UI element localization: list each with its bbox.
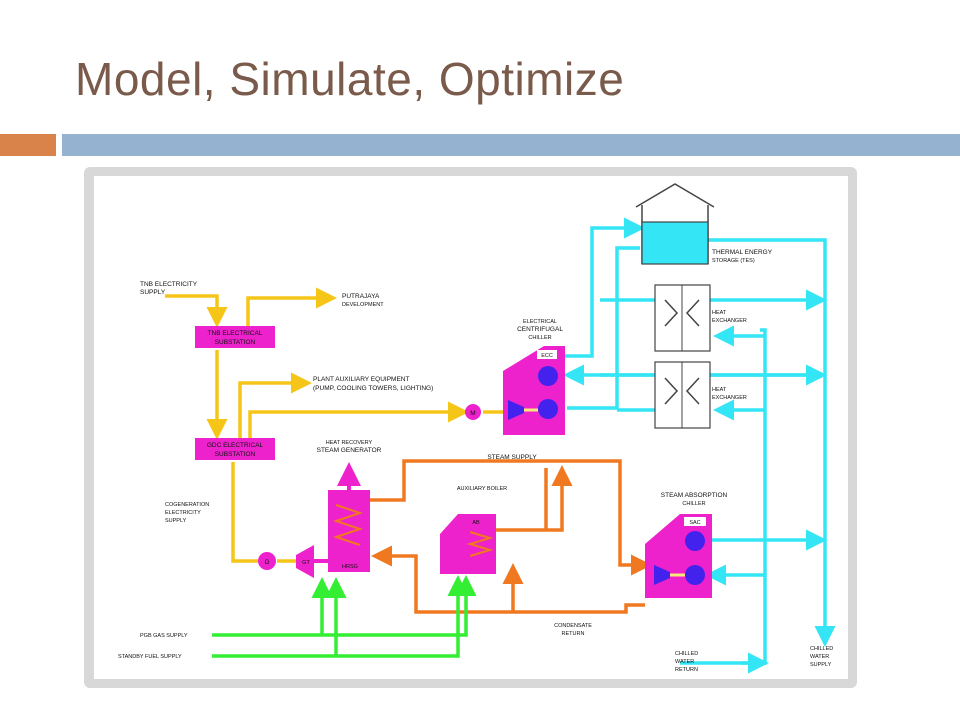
- label-cw-supply-1: CHILLED: [810, 646, 833, 652]
- label-hrsg-1: HEAT RECOVERY: [326, 440, 373, 446]
- ab-tag: AB: [472, 520, 480, 526]
- gas-turbine-label: GT: [302, 560, 310, 566]
- electricity-lines: [165, 287, 505, 563]
- gdc-substation-label-2: SUBSTATION: [215, 451, 256, 458]
- label-tes-1: THERMAL ENERGY: [712, 249, 773, 256]
- hrsg-tag: HRSG: [342, 564, 358, 570]
- label-ecc-1: ELECTRICAL: [523, 319, 557, 325]
- label-pgb-gas: PGB GAS SUPPLY: [140, 633, 188, 639]
- label-hx2-1: HEAT: [712, 387, 727, 393]
- label-hx2-2: EXCHANGER: [712, 395, 747, 401]
- label-cogen-1: COGENERATION: [165, 502, 209, 508]
- label-cw-return-1: CHILLED: [675, 651, 698, 657]
- label-hx1-1: HEAT: [712, 310, 727, 316]
- accent-bar-orange: [0, 134, 56, 156]
- generator-icon: G: [258, 552, 276, 570]
- label-tnb-supply-2: SUPPLY: [140, 289, 166, 296]
- label-cw-supply-3: SUPPLY: [810, 662, 832, 668]
- label-condensate-2: RETURN: [562, 631, 585, 637]
- slide-title: Model, Simulate, Optimize: [75, 53, 625, 105]
- auxiliary-boiler: AB: [440, 514, 496, 574]
- label-ecc-2: CENTRIFUGAL: [517, 326, 563, 333]
- label-tes-2: STORAGE (TES): [712, 258, 755, 264]
- steam-lines: [370, 459, 652, 614]
- motor-icon: M: [465, 404, 481, 420]
- chilled-water-lines: [563, 217, 836, 674]
- label-sac-1: STEAM ABSORPTION: [661, 492, 728, 499]
- label-putrajaya-1: PUTRAJAYA: [342, 293, 380, 300]
- motor-label: M: [470, 410, 475, 417]
- heat-recovery-steam-generator: HRSG: [328, 462, 370, 572]
- label-condensate-1: CONDENSATE: [554, 623, 592, 629]
- tnb-substation-label-1: TNB ELECTRICAL: [208, 330, 263, 337]
- sac-tag: SAC: [689, 520, 700, 526]
- label-hrsg-2: STEAM GENERATOR: [317, 447, 382, 454]
- label-ecc-3: CHILLER: [528, 335, 551, 341]
- label-cogen-3: SUPPLY: [165, 518, 187, 524]
- label-standby-fuel: STANDBY FUEL SUPPLY: [118, 654, 182, 660]
- heat-exchanger-1: [654, 284, 711, 352]
- label-cogen-2: ELECTRICITY: [165, 510, 201, 516]
- label-aux-boiler: AUXILIARY BOILER: [457, 486, 507, 492]
- electrical-centrifugal-chiller: ECC: [503, 346, 565, 435]
- steam-absorption-chiller: SAC: [645, 514, 712, 598]
- label-sac-2: CHILLER: [682, 501, 705, 507]
- ecc-tag: ECC: [541, 353, 553, 359]
- accent-bar-blue: [62, 134, 960, 156]
- label-cw-supply-2: WATER: [810, 654, 829, 660]
- generator-label: G: [264, 559, 269, 566]
- heat-exchanger-2: [654, 361, 711, 429]
- label-hx1-2: EXCHANGER: [712, 318, 747, 324]
- gas-turbine: GT: [296, 545, 328, 578]
- label-steam-supply: STEAM SUPPLY: [487, 454, 537, 461]
- label-plant-aux-1: PLANT AUXILIARY EQUIPMENT: [313, 376, 409, 383]
- label-putrajaya-2: DEVELOPMENT: [342, 302, 384, 308]
- label-cw-return-3: RETURN: [675, 667, 698, 673]
- label-cw-return-2: WATER: [675, 659, 694, 665]
- gdc-substation: GDC ELECTRICAL SUBSTATION: [195, 438, 275, 460]
- tnb-substation: TNB ELECTRICAL SUBSTATION: [195, 326, 275, 348]
- label-tnb-supply-1: TNB ELECTRICITY: [140, 281, 198, 288]
- thermal-energy-storage: [635, 183, 715, 265]
- diagram-labels: TNB ELECTRICITY SUPPLY PUTRAJAYA DEVELOP…: [118, 249, 833, 673]
- label-plant-aux-2: (PUMP, COOLING TOWERS, LIGHTING): [313, 385, 433, 392]
- gdc-substation-label-1: GDC ELECTRICAL: [207, 442, 264, 449]
- tnb-substation-label-2: SUBSTATION: [215, 339, 256, 346]
- fuel-lines: [212, 575, 477, 658]
